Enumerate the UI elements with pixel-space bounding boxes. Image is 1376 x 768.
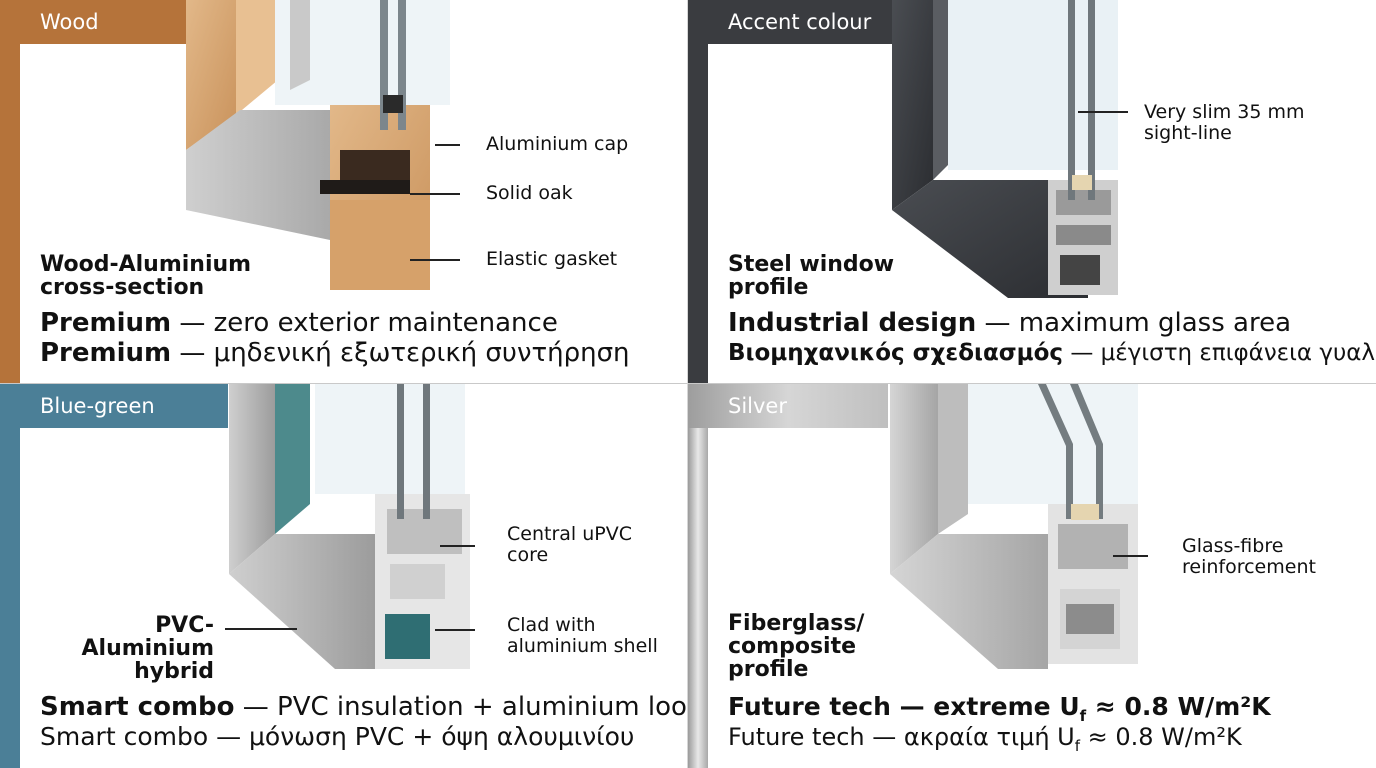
- product-name: Wood-Aluminium cross-section: [40, 253, 251, 299]
- product-name: Fiberglass/ composite profile: [728, 612, 864, 681]
- product-name: PVC-Aluminium hybrid: [40, 614, 214, 683]
- tagline-greek-rest: — μέγιστη επιφάνεια γυαλιού: [1063, 340, 1376, 366]
- tagline-greek-after: ≈ 0.8 W/m²K: [1080, 723, 1242, 751]
- tagline-rest: — PVC insulation + aluminium look: [234, 692, 688, 722]
- callout-aluminium-shell: Clad with aluminium shell: [507, 615, 658, 657]
- tagline-greek-bold: Premium: [40, 338, 172, 368]
- tagline-bold: Future tech — extreme U: [728, 692, 1080, 721]
- product-name-line-1: Steel window: [728, 252, 895, 277]
- product-name-line-2: composite: [728, 634, 857, 659]
- product-name-line-1: Fiberglass/: [728, 611, 865, 636]
- tagline-greek-text: Future tech — ακραία τιμή U: [728, 723, 1075, 751]
- product-name: Steel window profile: [728, 253, 894, 299]
- color-strip: [688, 0, 708, 384]
- product-name-line-3: profile: [728, 657, 809, 682]
- color-strip: [0, 384, 20, 768]
- tagline-bold: Premium: [40, 308, 172, 338]
- color-tab: Blue-green: [0, 384, 228, 428]
- product-name-line-1: PVC-Aluminium: [81, 613, 214, 661]
- tagline-greek-subscript: f: [1074, 736, 1081, 755]
- product-name-line-2: profile: [728, 275, 809, 300]
- tagline-english: Premium — zero exterior maintenance: [40, 308, 558, 338]
- tagline-subscript: f: [1079, 707, 1087, 725]
- vertical-divider: [687, 0, 688, 768]
- panel-pvc-aluminium: Blue-green Central uPVC core Clad with: [0, 384, 688, 768]
- callout-line-1: Very slim 35 mm: [1144, 101, 1305, 123]
- tagline-greek-rest: — μηδενική εξωτερική συντήρηση: [171, 338, 630, 368]
- tagline-greek-bold: Βιομηχανικός σχεδιασμός: [728, 340, 1064, 366]
- tagline-rest: — zero exterior maintenance: [171, 308, 558, 338]
- tagline-rest: — maximum glass area: [976, 308, 1292, 338]
- tagline-bold: Industrial design: [728, 308, 977, 338]
- color-tab: Wood colour: [0, 0, 188, 78]
- tagline-english: Smart combo — PVC insulation + aluminium…: [40, 692, 688, 722]
- tagline-english: Industrial design — maximum glass area: [728, 308, 1291, 338]
- callout-line-2: core: [507, 544, 549, 566]
- product-name-line-1: Wood-Aluminium: [40, 252, 252, 277]
- callout-elastic-gasket: Elastic gasket: [486, 248, 618, 270]
- panel-steel-window: Accent colour Very slim 35 mm sight-line…: [688, 0, 1376, 384]
- horizontal-divider: [0, 383, 1376, 384]
- callout-solid-oak: Solid oak: [486, 182, 573, 204]
- callout-central-upvc-core: Central uPVC core: [507, 524, 632, 566]
- callout-line-1: Central uPVC: [507, 523, 632, 545]
- pvc-aluminium-profile-image: [225, 384, 475, 669]
- color-tab: Silver: [688, 384, 888, 428]
- product-name-line-2: cross-section: [40, 275, 205, 300]
- tagline-greek: Smart combo — μόνωση PVC + όψη αλουμινίο…: [40, 722, 635, 751]
- color-strip: [0, 0, 20, 384]
- color-tab: Accent colour: [688, 0, 893, 44]
- tagline-greek: Premium — μηδενική εξωτερική συντήρηση: [40, 338, 630, 368]
- tagline-greek: Βιομηχανικός σχεδιασμός — μέγιστη επιφάν…: [728, 338, 1376, 368]
- callout-aluminium-cap: Aluminium cap: [486, 133, 629, 155]
- color-strip: [688, 384, 708, 768]
- product-name-line-2: hybrid: [134, 659, 214, 684]
- callout-line-2: aluminium shell: [507, 635, 658, 657]
- wood-aluminium-profile-image: [186, 0, 460, 290]
- tagline-greek: Future tech — ακραία τιμή Uf ≈ 0.8 W/m²K: [728, 722, 1242, 761]
- tagline-bold-after: ≈ 0.8 W/m²K: [1086, 692, 1271, 721]
- callout-line-1: Glass-fibre: [1182, 535, 1284, 557]
- callout-line-1: Clad with: [507, 614, 596, 636]
- tagline-english: Future tech — extreme Uf ≈ 0.8 W/m²K: [728, 692, 1271, 731]
- panel-fiberglass-composite: Silver Glass-fibre reinforcement Fibergl…: [688, 384, 1376, 768]
- tagline-bold: Smart combo: [40, 692, 235, 722]
- fiberglass-profile-image: [890, 384, 1148, 669]
- callout-line-2: sight-line: [1144, 122, 1232, 144]
- callout-glass-fibre: Glass-fibre reinforcement: [1182, 536, 1316, 578]
- callout-slim-sightline: Very slim 35 mm sight-line: [1144, 102, 1305, 144]
- panel-wood-aluminium: Wood colour Aluminium cap Solid oak Elas…: [0, 0, 688, 384]
- steel-profile-image: [892, 0, 1128, 298]
- callout-line-2: reinforcement: [1182, 556, 1316, 578]
